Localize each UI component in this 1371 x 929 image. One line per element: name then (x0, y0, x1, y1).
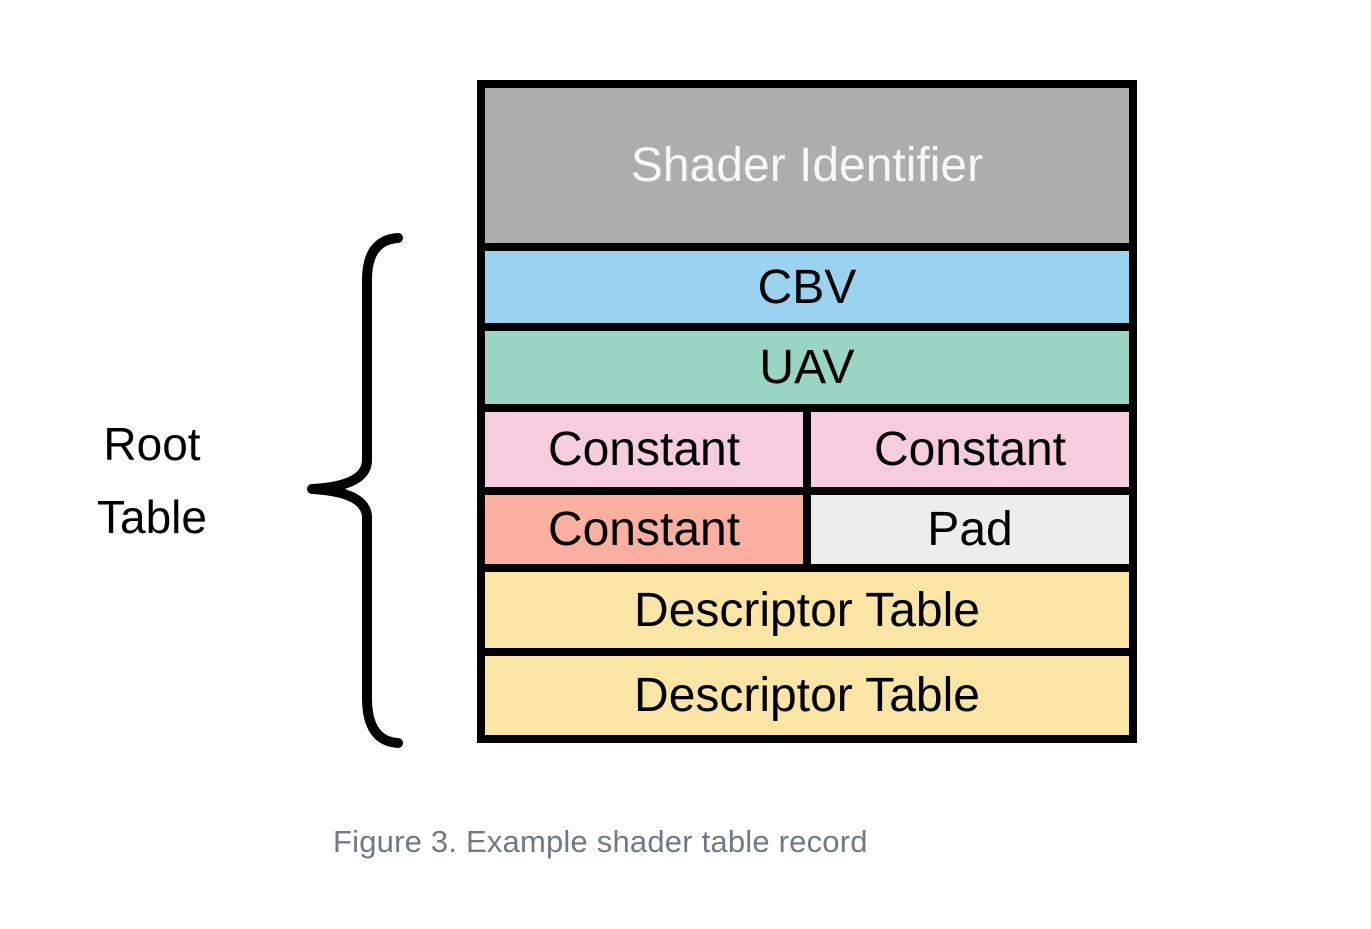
cell-label-constant: Constant (547, 503, 741, 556)
cell-label-pad: Pad (927, 503, 1013, 556)
table-row-uav: UAV (485, 323, 1129, 404)
cell-label-constant: Constant (873, 423, 1067, 476)
cell-label-constant: Constant (547, 423, 741, 476)
row-label-descriptor-table: Descriptor Table (634, 669, 980, 722)
row-label-shader-identifier: Shader Identifier (630, 139, 984, 192)
curly-brace (307, 233, 403, 748)
figure-caption: Figure 3. Example shader table record (333, 824, 868, 859)
table-row-cbv: CBV (485, 243, 1129, 323)
row-label-cbv: CBV (757, 260, 857, 314)
table-row-constant-pad: Constant Pad (485, 487, 1129, 564)
table-row-constants: Constant Constant (485, 404, 1129, 487)
table-cell-constant-left: Constant (485, 412, 811, 487)
table-row-descriptor-table-2: Descriptor Table (485, 648, 1129, 735)
table-cell-pad: Pad (811, 495, 1129, 564)
table-cell-constant: Constant (485, 495, 811, 564)
table-row-shader-identifier: Shader Identifier (485, 88, 1129, 243)
table-row-descriptor-table-1: Descriptor Table (485, 564, 1129, 648)
row-label-descriptor-table: Descriptor Table (634, 583, 980, 637)
shader-record-table: Shader Identifier CBV UAV Constant Const… (477, 80, 1137, 743)
row-label-uav: UAV (759, 341, 855, 394)
root-table-label: Root Table (97, 418, 207, 543)
table-cell-constant-right: Constant (811, 412, 1129, 487)
